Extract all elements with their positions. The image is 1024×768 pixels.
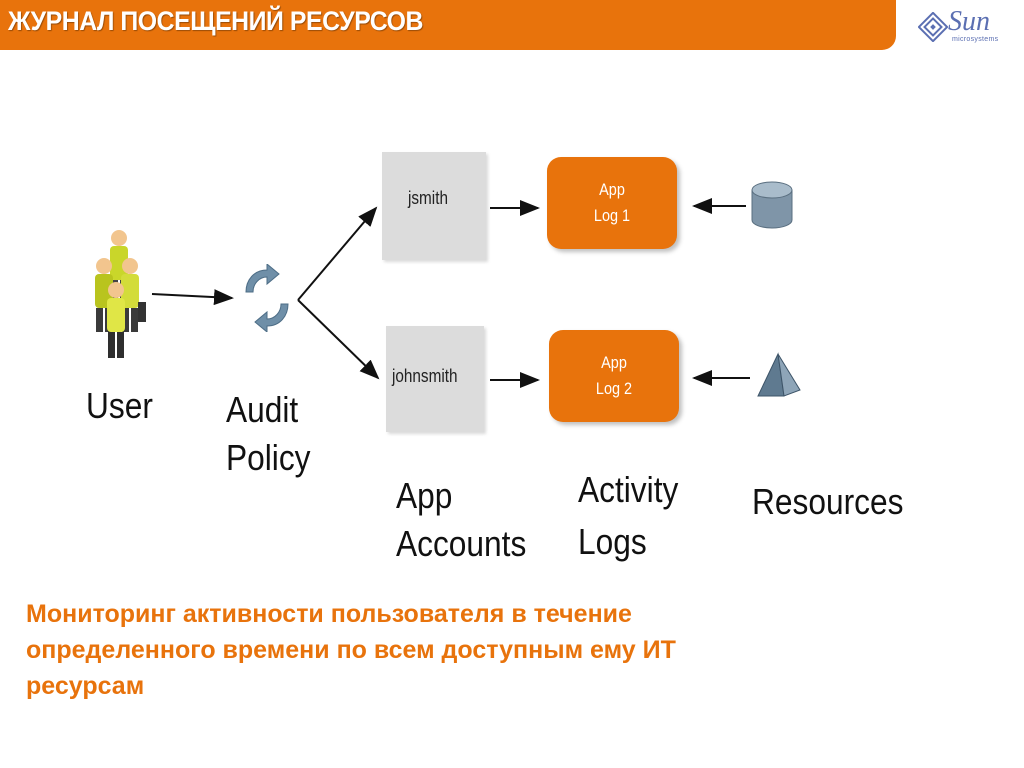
description-text: Мониторинг активности пользователя в теч… xyxy=(26,596,926,704)
account-label-johnsmith: johnsmith xyxy=(392,366,458,386)
caption-audit-line1: Audit xyxy=(226,389,299,430)
description-line-2: определенного времени по всем доступным … xyxy=(26,636,676,664)
log-box-1: App Log 1 xyxy=(547,157,677,249)
caption-accounts-line1: App xyxy=(396,475,453,516)
logo-wordmark: Sun xyxy=(948,6,990,37)
refresh-cycle-icon xyxy=(245,264,289,332)
caption-logs-line1: Activity xyxy=(578,469,679,510)
caption-audit-line2: Policy xyxy=(226,437,311,478)
description-line-1: Мониторинг активности пользователя в теч… xyxy=(26,600,632,628)
description-line-3: ресурсам xyxy=(26,672,145,700)
users-group-icon xyxy=(95,230,146,358)
audit-diagram: jsmith johnsmith App Log 1 App Log 2 Use… xyxy=(86,152,904,564)
database-icon xyxy=(751,181,793,229)
pyramid-resource-icon xyxy=(757,352,801,397)
log-1-line2: Log 1 xyxy=(593,206,631,225)
log-1-line1: App xyxy=(599,180,625,199)
logo-subtext: microsystems xyxy=(952,36,999,43)
log-2-line2: Log 2 xyxy=(595,379,633,398)
sun-logo-icon xyxy=(918,12,948,42)
arrow-policy-to-jsmith xyxy=(297,206,378,301)
account-box-jsmith xyxy=(382,152,486,260)
log-box-2: App Log 2 xyxy=(549,330,679,422)
account-box-johnsmith xyxy=(386,326,484,432)
log-2-line1: App xyxy=(601,353,627,372)
arrow-policy-to-johnsmith xyxy=(297,299,380,380)
connector-arrows xyxy=(151,198,750,388)
account-label-jsmith: jsmith xyxy=(408,188,448,208)
caption-accounts-line2: Accounts xyxy=(396,523,527,564)
page-title: ЖУРНАЛ ПОСЕЩЕНИЙ РЕСУРСОВ xyxy=(8,6,423,36)
header-bar xyxy=(0,0,896,50)
arrow-user-to-policy xyxy=(151,289,234,306)
caption-resources: Resources xyxy=(752,481,904,522)
caption-user: User xyxy=(86,385,153,426)
caption-logs-line2: Logs xyxy=(578,521,647,562)
sun-logo: Sun microsystems xyxy=(918,6,1010,48)
